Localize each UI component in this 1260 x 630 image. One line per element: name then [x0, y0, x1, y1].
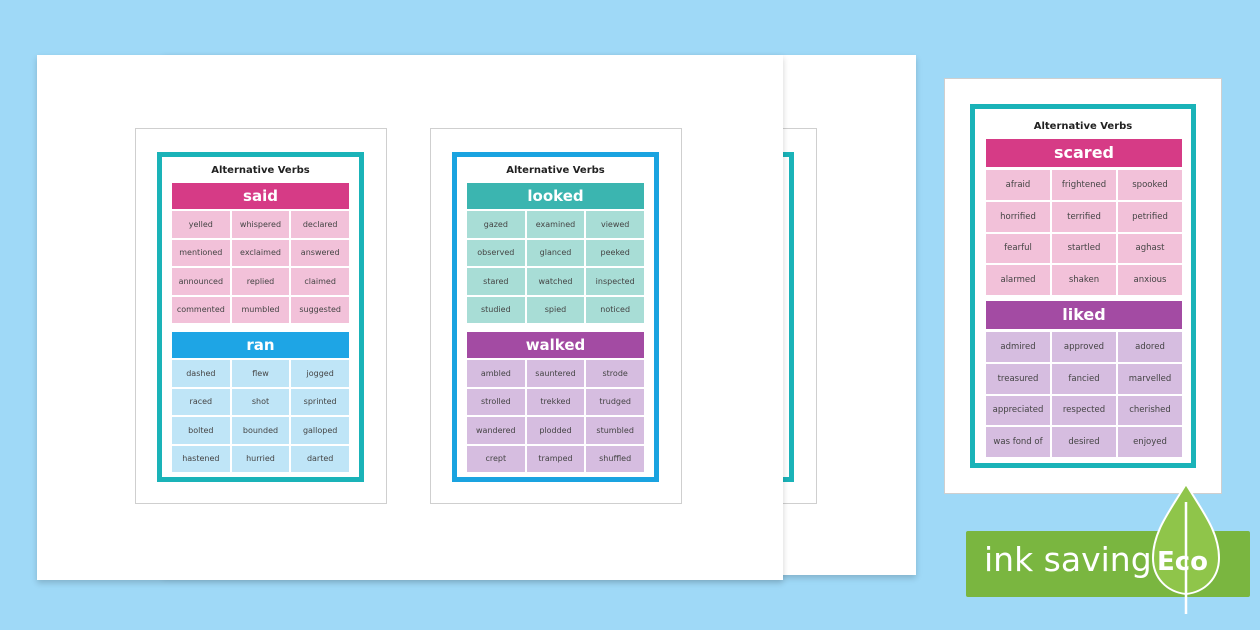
word-cell: claimed — [291, 268, 349, 295]
word-cell: noticed — [586, 296, 644, 323]
word-cell: dashed — [172, 360, 230, 387]
word-cell: shuffled — [586, 445, 644, 472]
word-cell: watched — [526, 268, 585, 295]
card-title: Alternative Verbs — [506, 165, 605, 176]
card-frame-back — [777, 128, 817, 504]
word-cell: treasured — [986, 363, 1050, 394]
word-cell: inspected — [586, 268, 644, 295]
word-cell: approved — [1052, 332, 1116, 362]
word-cell: sprinted — [291, 388, 349, 415]
word-cell: frightened — [1052, 170, 1116, 200]
word-cell: stumbled — [586, 417, 644, 444]
card-title: Alternative Verbs — [1033, 121, 1133, 132]
section-heading-liked: liked — [986, 301, 1182, 329]
word-cell: admired — [986, 332, 1050, 362]
word-cell: whispered — [231, 211, 290, 238]
word-cell: observed — [467, 239, 525, 266]
word-cell: studied — [467, 296, 525, 323]
word-cell: flew — [231, 360, 290, 387]
word-cell: alarmed — [986, 265, 1050, 295]
word-cell: commented — [172, 296, 230, 323]
word-cell: hurried — [231, 445, 290, 472]
word-cell: bolted — [172, 417, 230, 444]
word-cell: exclaimed — [231, 239, 290, 266]
word-cell: declared — [291, 211, 349, 238]
card-back-border — [777, 152, 794, 482]
word-cell: spied — [526, 296, 585, 323]
word-cell: fearful — [986, 233, 1050, 264]
word-cell: horrified — [986, 201, 1050, 232]
word-cell: enjoyed — [1118, 427, 1182, 457]
eco-badge-label: ink saving — [984, 540, 1152, 579]
word-cell: shaken — [1052, 265, 1116, 295]
word-cell: galloped — [291, 417, 349, 444]
word-cell: was fond of — [986, 427, 1050, 457]
word-cell: suggested — [291, 296, 349, 323]
word-cell: trekked — [526, 388, 585, 415]
word-cell: startled — [1052, 233, 1116, 264]
word-cell: ambled — [467, 360, 525, 387]
word-cell: peeked — [586, 239, 644, 266]
word-cell: mentioned — [172, 239, 230, 266]
word-cell: petrified — [1118, 201, 1182, 232]
word-cell: examined — [526, 211, 585, 238]
word-cell: anxious — [1118, 265, 1182, 295]
word-cell: spooked — [1118, 170, 1182, 200]
word-cell: raced — [172, 388, 230, 415]
section-heading-looked: looked — [467, 183, 644, 209]
word-cell: answered — [291, 239, 349, 266]
word-cell: adored — [1118, 332, 1182, 362]
word-cell: appreciated — [986, 395, 1050, 426]
word-cell: viewed — [586, 211, 644, 238]
word-cell: afraid — [986, 170, 1050, 200]
section-heading-walked: walked — [467, 332, 644, 358]
word-cell: aghast — [1118, 233, 1182, 264]
eco-badge-word: Eco — [1157, 547, 1209, 577]
word-cell: darted — [291, 445, 349, 472]
word-cell: tramped — [526, 445, 585, 472]
word-cell: sauntered — [526, 360, 585, 387]
word-cell: bounded — [231, 417, 290, 444]
leaf-icon — [1151, 482, 1221, 614]
word-cell: wandered — [467, 417, 525, 444]
word-cell: jogged — [291, 360, 349, 387]
word-cell: yelled — [172, 211, 230, 238]
section-heading-said: said — [172, 183, 349, 209]
word-cell: stared — [467, 268, 525, 295]
word-cell: gazed — [467, 211, 525, 238]
card-title: Alternative Verbs — [211, 165, 310, 176]
word-cell: shot — [231, 388, 290, 415]
word-cell: strode — [586, 360, 644, 387]
word-cell: crept — [467, 445, 525, 472]
word-cell: strolled — [467, 388, 525, 415]
word-cell: glanced — [526, 239, 585, 266]
section-heading-scared: scared — [986, 139, 1182, 167]
word-cell: desired — [1052, 427, 1116, 457]
word-cell: fancied — [1052, 363, 1116, 394]
word-cell: terrified — [1052, 201, 1116, 232]
word-cell: cherished — [1118, 395, 1182, 426]
section-heading-ran: ran — [172, 332, 349, 358]
word-cell: plodded — [526, 417, 585, 444]
word-cell: respected — [1052, 395, 1116, 426]
word-cell: replied — [231, 268, 290, 295]
word-cell: marvelled — [1118, 363, 1182, 394]
word-cell: hastened — [172, 445, 230, 472]
word-cell: mumbled — [231, 296, 290, 323]
word-cell: trudged — [586, 388, 644, 415]
word-cell: announced — [172, 268, 230, 295]
